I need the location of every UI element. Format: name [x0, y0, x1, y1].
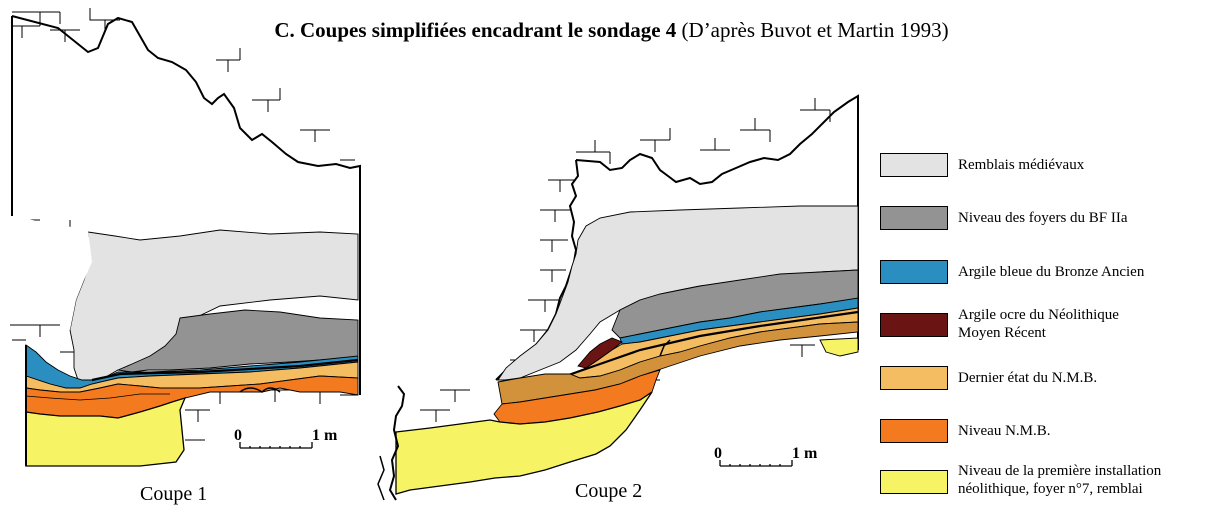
legend-swatch-argile-ocre: [880, 313, 948, 337]
coupe-1-scale-zero: 0: [234, 427, 242, 444]
legend-swatch-niveau-nmb: [880, 419, 948, 443]
coupe-2-label: Coupe 2: [575, 480, 642, 502]
legend-swatch-dernier-etat: [880, 366, 948, 390]
coupe-1-scale-bar: 0 1 m: [234, 427, 338, 449]
coupe-1-label: Coupe 1: [140, 483, 207, 505]
legend-swatch-argile-bleue: [880, 260, 948, 284]
legend-swatch-premiere-installation: [880, 470, 948, 494]
coupe-1-drawing: 0 1 m Coupe 1: [10, 8, 361, 505]
coupe-2-scale-zero: 0: [714, 445, 722, 462]
legend-label-remblais: Remblais médiévaux: [958, 157, 1085, 173]
legend-label-dernier-etat: Dernier état du N.M.B.: [958, 370, 1098, 386]
legend-label-bf-iia: Niveau des foyers du BF IIa: [958, 210, 1128, 226]
coupe-2-scale-one: 1 m: [792, 445, 818, 462]
legend-label-argile-ocre: Argile ocre du Néolithique Moyen Récent: [958, 307, 1119, 341]
figure-title: C. Coupes simplifiées encadrant le sonda…: [0, 18, 1223, 43]
coupe-1-profile: [11, 15, 361, 395]
coupe-1-scale-one: 1 m: [312, 427, 338, 444]
coupe-2-scale-bar: 0 1 m: [714, 445, 818, 467]
legend-label-premiere-installation: Niveau de la première installation néoli…: [958, 463, 1162, 497]
legend-label-argile-bleue: Argile bleue du Bronze Ancien: [958, 264, 1145, 280]
legend-swatch-bf-iia: [880, 206, 948, 230]
legend-swatch-remblais: [880, 153, 948, 177]
legend-label-niveau-nmb: Niveau N.M.B.: [958, 423, 1051, 439]
figure-title-bold: C. Coupes simplifiées encadrant le sonda…: [274, 18, 677, 42]
figure-title-source: (D’après Buvot et Martin 1993): [676, 18, 949, 42]
coupe-2-drawing: 0 1 m Coupe 2: [377, 94, 859, 502]
